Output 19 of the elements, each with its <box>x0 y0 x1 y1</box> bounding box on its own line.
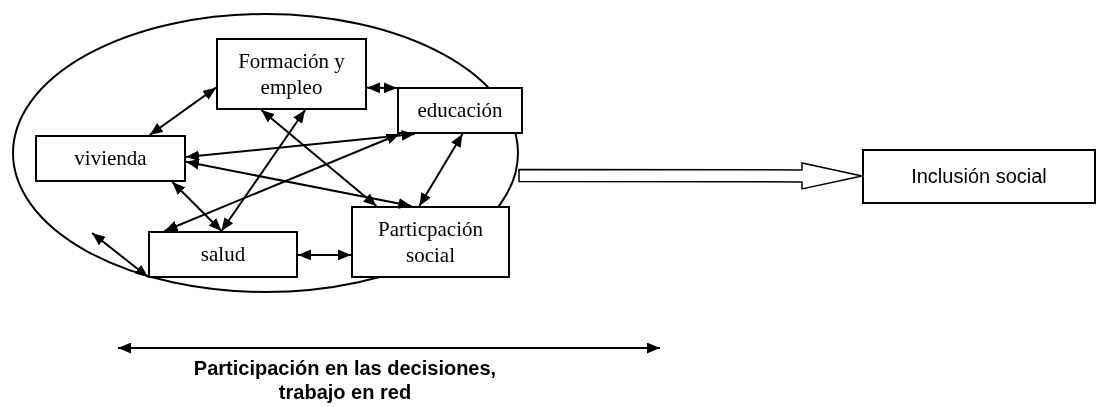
block-arrow <box>518 161 863 190</box>
double-arrow <box>220 109 307 232</box>
double-arrow <box>148 86 217 136</box>
double-arrow <box>418 133 464 207</box>
text-box: vivienda <box>35 135 186 182</box>
text-box: Inclusión social <box>862 149 1096 204</box>
double-arrow <box>366 82 398 94</box>
double-arrow <box>185 129 416 162</box>
caption-text: Participación en las decisiones, trabajo en red <box>192 356 498 404</box>
double-arrow <box>297 249 352 261</box>
text-box: salud <box>148 231 298 278</box>
text-box: Formación y empleo <box>216 38 367 110</box>
double-arrow <box>163 133 401 232</box>
text-box: Particpación social <box>351 206 510 278</box>
double-arrow <box>185 159 413 209</box>
double-arrow <box>171 181 223 232</box>
text-box: educación <box>397 87 523 134</box>
double-arrow <box>260 109 378 207</box>
double-arrow <box>91 232 149 279</box>
